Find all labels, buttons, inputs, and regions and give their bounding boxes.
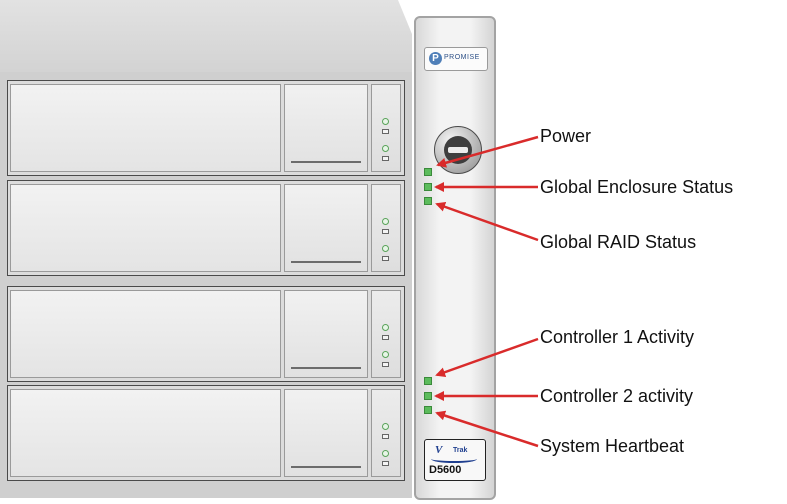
label-global-enclosure-status: Global Enclosure Status [540, 177, 734, 197]
arrow-power [436, 135, 539, 168]
drive-activity-led [382, 450, 389, 457]
drive-status-led [382, 218, 389, 225]
power-led [424, 168, 432, 176]
system-heartbeat-led [424, 406, 432, 414]
label-global-raid-status: Global RAID Status [540, 232, 697, 252]
drive-status-led [382, 423, 389, 430]
drive-activity-led [382, 245, 389, 252]
drive-tray-handle[interactable] [284, 290, 368, 378]
drive-tray-face [10, 184, 281, 272]
drive-tray-handle[interactable] [284, 389, 368, 477]
drive-tray-handle[interactable] [284, 184, 368, 272]
drive-activity-led [382, 351, 389, 358]
vtrak-logo-text: Trak [453, 447, 468, 454]
lock-icon [382, 461, 389, 466]
drive-icon [382, 229, 389, 234]
label-system-heartbeat: System Heartbeat [540, 436, 685, 456]
drive-tray-face [10, 290, 281, 378]
global-enclosure-status-led [424, 183, 432, 191]
model-number: D5600 [429, 464, 462, 476]
drive-icon [382, 335, 389, 340]
label-controller-2-activity: Controller 2 activity [540, 386, 694, 406]
lock-icon [382, 256, 389, 261]
drive-bay-4[interactable] [7, 385, 405, 481]
vtrak-logo-icon: V [435, 444, 443, 456]
drive-bay-1[interactable] [7, 80, 405, 176]
promise-logo-icon: P [429, 52, 442, 65]
drive-tray-face [10, 84, 281, 172]
drive-bay-2[interactable] [7, 180, 405, 276]
promise-logo: P PROMISE [424, 47, 488, 71]
drive-activity-led [382, 145, 389, 152]
label-controller-1-activity: Controller 1 Activity [540, 327, 695, 347]
drive-icon [382, 434, 389, 439]
arrow-controller-1 [435, 337, 539, 378]
drive-icon [382, 129, 389, 134]
lock-icon [382, 156, 389, 161]
drive-status-led [382, 118, 389, 125]
drive-tray-handle[interactable] [284, 84, 368, 172]
drive-status-strip [371, 290, 401, 378]
arrow-heartbeat [435, 410, 539, 448]
drive-status-strip [371, 389, 401, 477]
controller-1-activity-led [424, 377, 432, 385]
key-slot-icon [448, 147, 468, 153]
drive-status-led [382, 324, 389, 331]
arrow-global-raid [435, 201, 539, 242]
global-raid-status-led [424, 197, 432, 205]
vtrak-swoosh-icon [431, 455, 477, 463]
drive-bay-3[interactable] [7, 286, 405, 382]
promise-logo-text: PROMISE [444, 54, 480, 61]
drive-tray-face [10, 389, 281, 477]
vtrak-model-badge: V Trak D5600 [424, 439, 486, 481]
drive-status-strip [371, 84, 401, 172]
drive-status-strip [371, 184, 401, 272]
chassis-top [0, 0, 412, 76]
lock-icon [382, 362, 389, 367]
controller-2-activity-led [424, 392, 432, 400]
label-power: Power [540, 126, 592, 146]
